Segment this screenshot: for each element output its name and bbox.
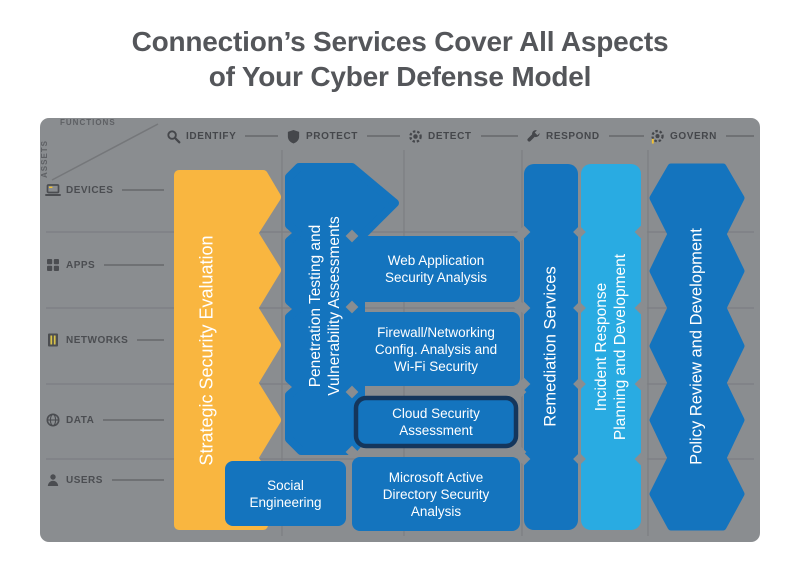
pentest-label-line-1: Penetration Testing and <box>307 224 324 388</box>
user-icon <box>45 472 61 488</box>
row-apps: APPS <box>45 256 164 274</box>
header-divider-line <box>725 135 754 137</box>
header-respond-label: RESPOND <box>546 130 600 142</box>
row-data: DATA <box>45 411 164 429</box>
row-divider-line <box>122 189 164 191</box>
corner-assets-label: ASSETS <box>40 139 49 178</box>
row-divider-line <box>137 339 164 341</box>
social-engineering-box <box>225 461 346 526</box>
page-title: Connection’s Services Cover All Aspects … <box>0 24 800 94</box>
row-divider-line <box>104 264 164 266</box>
remediation-bar <box>524 164 578 530</box>
cloud-line-2: Assessment <box>399 423 473 438</box>
header-detect: DETECT <box>408 127 518 145</box>
policy-review-label: Policy Review and Development <box>687 228 706 465</box>
incident-label-line-2: Planning and Development <box>612 253 629 441</box>
pentest-label-line-2: Vulnerability Assessments <box>326 216 343 396</box>
row-devices-label: DEVICES <box>66 184 114 196</box>
laptop-icon <box>45 182 61 198</box>
firewall-line-3: Wi-Fi Security <box>394 358 478 374</box>
incident-label-line-1: Incident Response <box>593 282 610 412</box>
row-devices: DEVICES <box>45 181 164 199</box>
web-app-line-2: Security Analysis <box>384 270 488 285</box>
cloud-line-1: Cloud Security <box>392 406 480 421</box>
row-divider-line <box>103 419 164 421</box>
web-app-box-label: Web Application Security Analysis <box>352 236 520 302</box>
corner-functions-label: FUNCTIONS <box>60 118 116 127</box>
firewall-line-1: Firewall/Networking <box>377 324 495 340</box>
incident-response-label: Incident Response Planning and Developme… <box>592 172 630 522</box>
row-networks: NETWORKS <box>45 331 164 349</box>
header-respond: RESPOND <box>526 127 644 145</box>
cloud-security-box-highlighted <box>353 395 519 449</box>
row-apps-label: APPS <box>66 259 96 271</box>
firewall-box-label: Firewall/Networking Config. Analysis and… <box>352 312 520 386</box>
remediation-label: Remediation Services <box>541 266 560 427</box>
row-divider-line <box>111 479 164 481</box>
ms-ad-line-2: Directory Security <box>382 486 490 502</box>
title-line-2: of Your Cyber Defense Model <box>208 61 592 92</box>
policy-review-banner <box>649 163 745 531</box>
ms-ad-box <box>352 457 520 531</box>
row-data-label: DATA <box>66 414 95 426</box>
social-engineering-box-label: Social Engineering <box>225 461 346 526</box>
firewall-line-2: Config. Analysis and <box>374 341 498 357</box>
social-line-1: Social <box>267 477 304 493</box>
server-icon <box>45 332 61 348</box>
corner-diagonal-divider <box>51 123 159 181</box>
header-divider-line <box>366 135 400 137</box>
ms-ad-box-label: Microsoft Active Directory Security Anal… <box>352 457 520 531</box>
web-app-box <box>352 236 520 302</box>
web-app-line-1: Web Application <box>387 253 485 268</box>
shield-icon <box>286 129 301 144</box>
governance-gear-icon <box>650 129 665 144</box>
cloud-security-box-label: Cloud Security Assessment <box>356 398 516 446</box>
ms-ad-line-3: Analysis <box>410 503 462 519</box>
header-govern: GOVERN <box>650 127 754 145</box>
title-line-1: Connection’s Services Cover All Aspects <box>131 26 669 57</box>
globe-icon <box>45 412 61 428</box>
firewall-box <box>352 312 520 386</box>
row-boundary-notches <box>345 225 648 466</box>
header-divider-line <box>608 135 644 137</box>
row-users: USERS <box>45 471 164 489</box>
ms-ad-line-1: Microsoft Active <box>388 469 484 485</box>
pentest-label: Penetration Testing and Vulnerability As… <box>306 166 344 446</box>
magnifier-icon <box>166 129 181 144</box>
header-protect: PROTECT <box>286 127 400 145</box>
header-identify: IDENTIFY <box>166 127 278 145</box>
header-govern-label: GOVERN <box>670 130 717 142</box>
apps-grid-icon <box>45 257 61 273</box>
incident-response-bar <box>581 164 641 530</box>
gear-icon <box>408 129 423 144</box>
social-line-2: Engineering <box>249 494 322 510</box>
wrench-icon <box>526 129 541 144</box>
row-users-label: USERS <box>66 474 103 486</box>
header-divider-line <box>245 135 278 137</box>
row-networks-label: NETWORKS <box>66 334 129 346</box>
header-protect-label: PROTECT <box>306 130 358 142</box>
header-detect-label: DETECT <box>428 130 472 142</box>
header-identify-label: IDENTIFY <box>186 130 237 142</box>
strategic-security-label: Strategic Security Evaluation <box>196 235 217 466</box>
header-divider-line <box>480 135 518 137</box>
